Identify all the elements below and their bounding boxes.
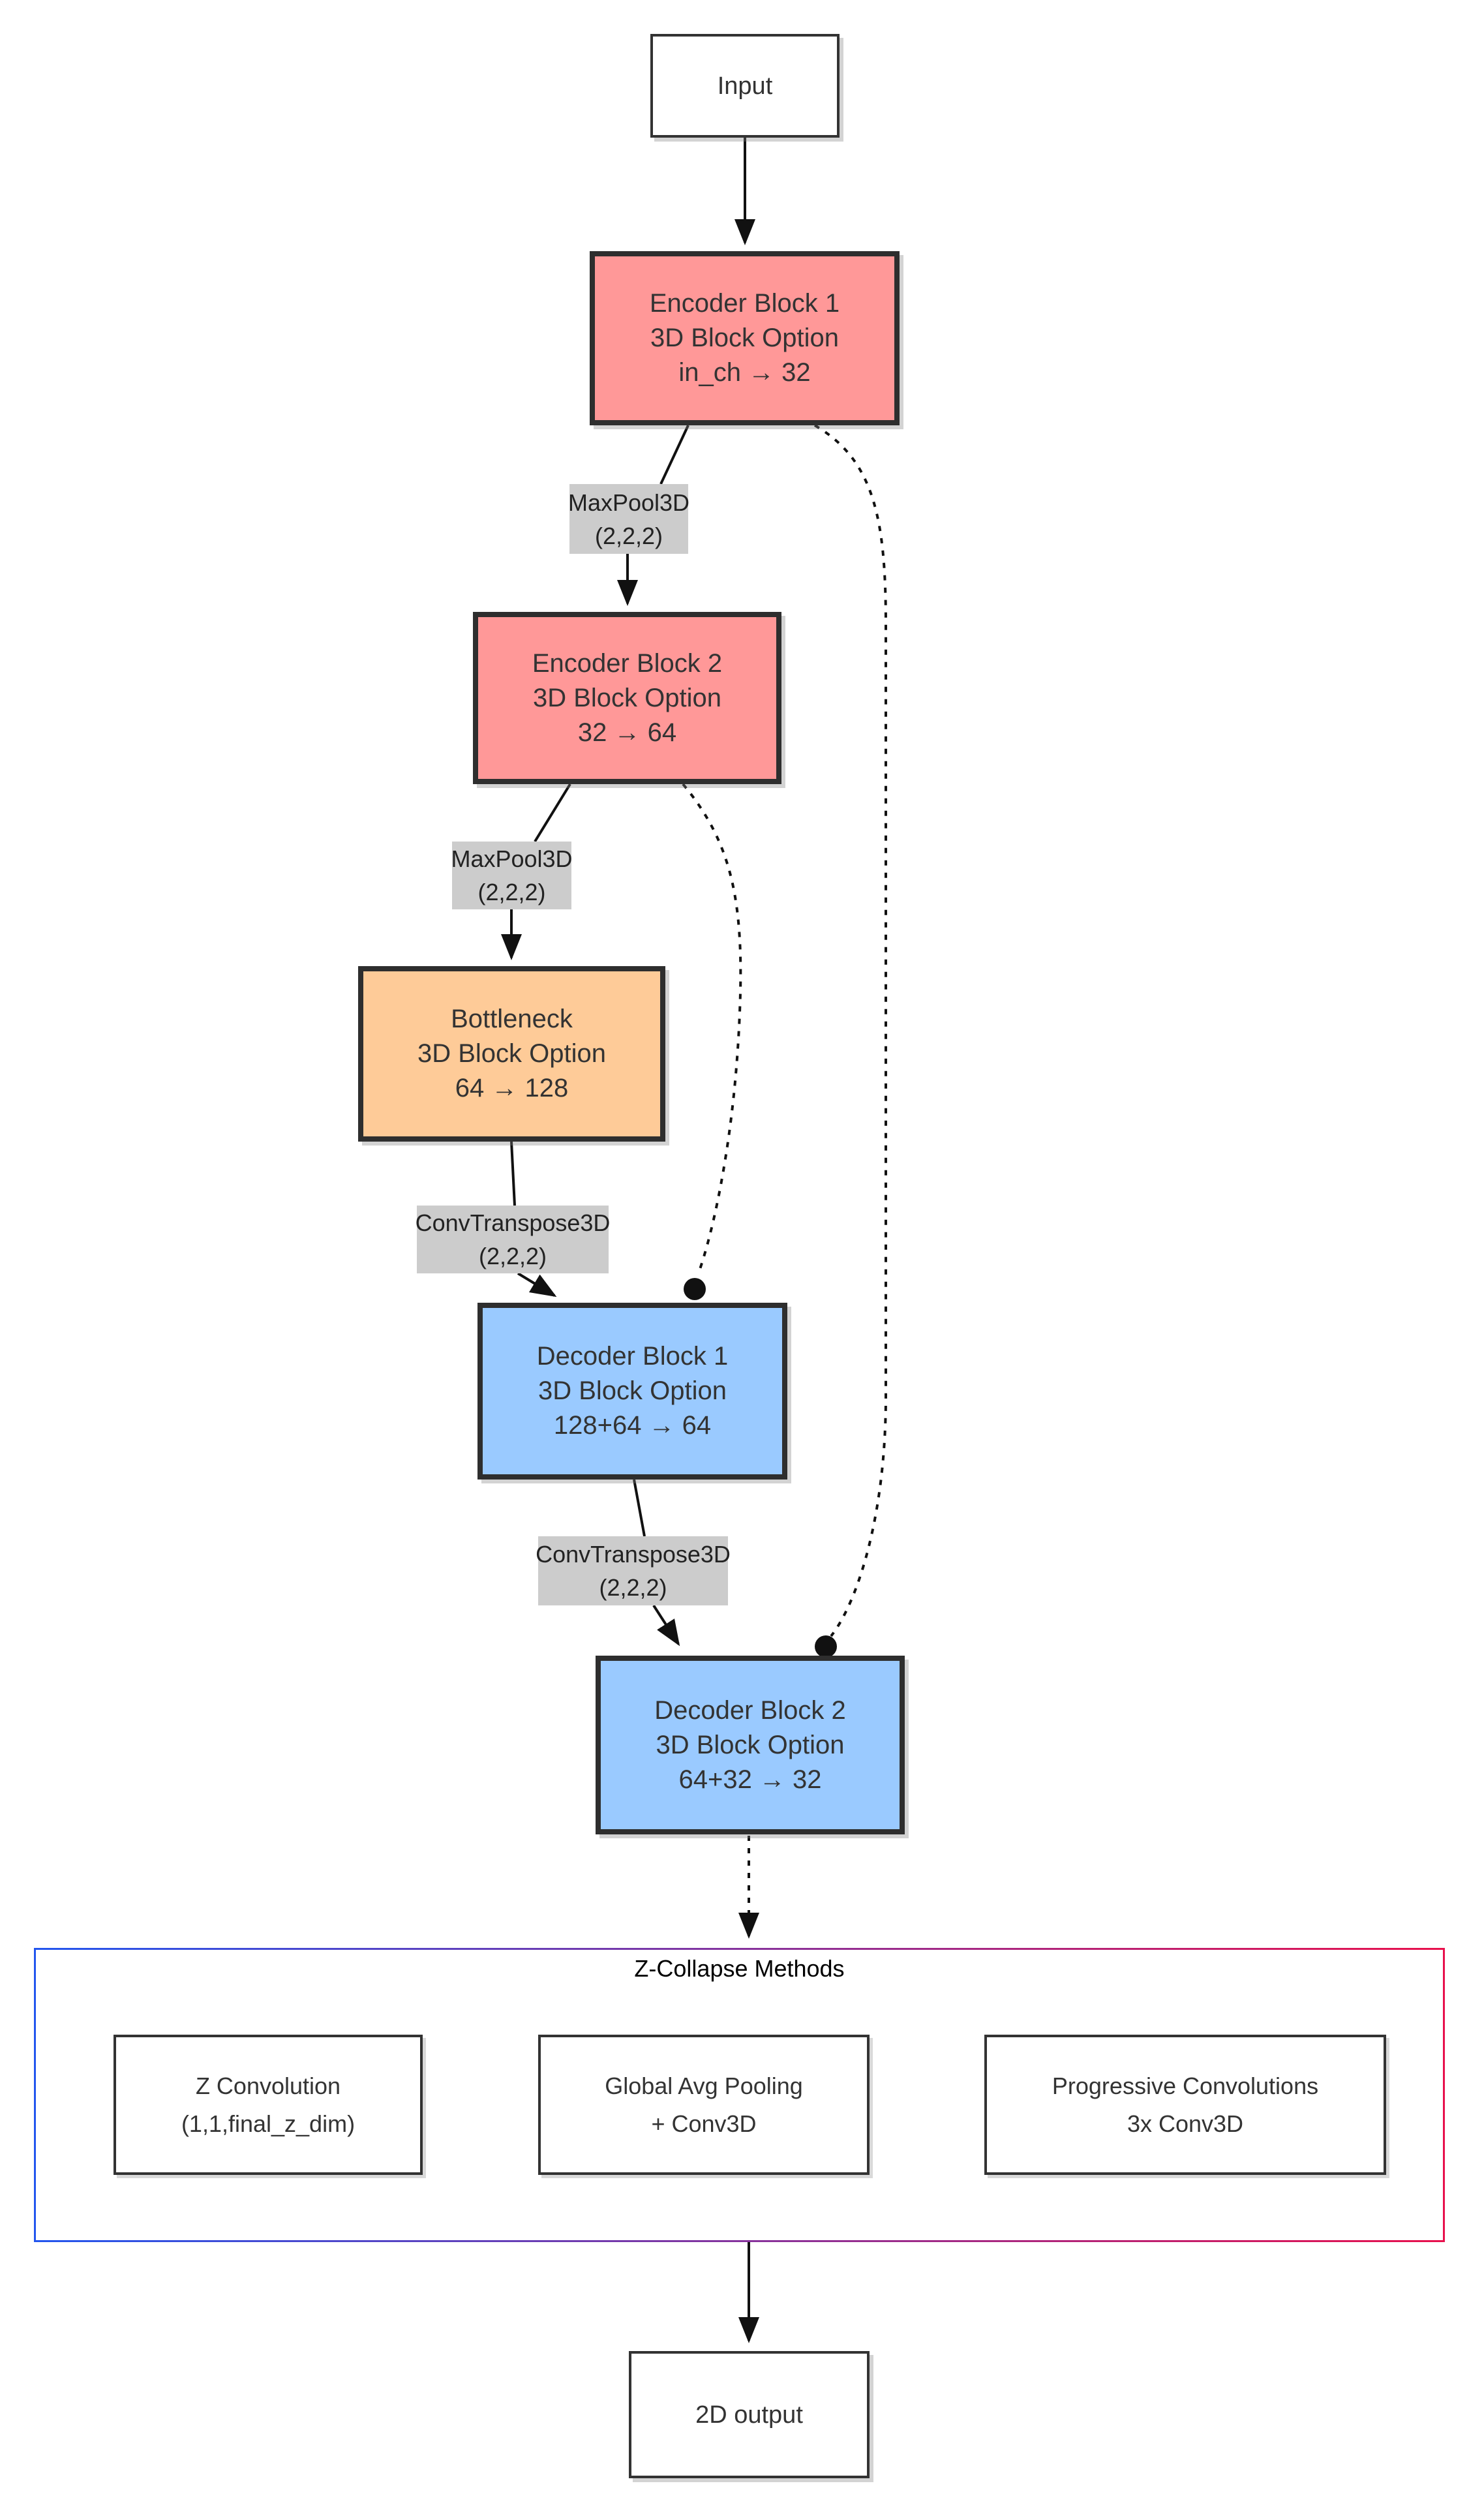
maxpool2-params: (2,2,2) (477, 879, 546, 905)
zconvolution-line1: Z Convolution (195, 2072, 341, 2099)
bottleneck-node: Bottleneck 3D Block Option 64 → 128 (358, 966, 665, 1142)
bottleneck-channels: 64 → 128 (455, 1074, 569, 1102)
decoder-block-2-node: Decoder Block 2 3D Block Option 64+32 → … (596, 1656, 905, 1834)
output-2d-label: 2D output (695, 2401, 803, 2429)
bottleneck-title: Bottleneck (451, 1005, 573, 1033)
progressiveconv-line1: Progressive Convolutions (1052, 2072, 1319, 2099)
convtranspose2-label: ConvTranspose3D (2,2,2) (536, 1536, 731, 1605)
decoder1-title: Decoder Block 1 (536, 1342, 729, 1371)
convtranspose2-params: (2,2,2) (599, 1574, 667, 1601)
concat-dot-decoder1 (684, 1278, 706, 1300)
decoder-block-1-node: Decoder Block 1 3D Block Option 128+64 →… (477, 1303, 787, 1480)
zconvolution-line2: (1,1,final_z_dim) (181, 2110, 356, 2137)
decoder1-subtitle: 3D Block Option (538, 1376, 727, 1405)
edge-encoder1-maxpool1 (659, 425, 689, 485)
encoder1-subtitle: 3D Block Option (650, 324, 840, 352)
encoder2-title: Encoder Block 2 (532, 648, 723, 678)
maxpool2-label: MaxPool3D (2,2,2) (451, 842, 573, 909)
convtranspose2-name: ConvTranspose3D (536, 1541, 731, 1568)
decoder2-channels: 64+32 → 32 (678, 1765, 822, 1794)
output-2d-node: 2D output (629, 2351, 870, 2478)
encoder-block-2-node: Encoder Block 2 3D Block Option 32 → 64 (473, 612, 781, 784)
encoder-block-1-node: Encoder Block 1 3D Block Option in_ch → … (590, 251, 900, 425)
concat-dot-decoder2 (815, 1635, 837, 1658)
encoder1-channels: in_ch → 32 (678, 358, 811, 387)
input-node: Input (650, 34, 840, 138)
maxpool1-name: MaxPool3D (568, 489, 690, 516)
zcollapse-method-progressiveconv: Progressive Convolutions 3x Conv3D (984, 2035, 1386, 2175)
edge-convtranspose1-decoder1 (517, 1272, 557, 1298)
edge-bottleneck-convtranspose1 (510, 1141, 516, 1206)
decoder2-title: Decoder Block 2 (654, 1695, 846, 1725)
edge-decoder1-convtranspose2 (633, 1479, 646, 1537)
convtranspose1-label: ConvTranspose3D (2,2,2) (415, 1206, 611, 1273)
zcollapse-method-globalavgpool: Global Avg Pooling + Conv3D (538, 2035, 870, 2175)
maxpool2-name: MaxPool3D (451, 845, 573, 872)
globalavgpool-line2: + Conv3D (651, 2110, 757, 2137)
edge-encoder2-maxpool2 (534, 783, 571, 843)
convtranspose1-params: (2,2,2) (478, 1243, 547, 1269)
edge-convtranspose2-decoder2 (652, 1604, 680, 1647)
zcollapse-method-zconvolution: Z Convolution (1,1,final_z_dim) (114, 2035, 423, 2175)
encoder1-title: Encoder Block 1 (649, 289, 840, 318)
maxpool1-label: MaxPool3D (2,2,2) (568, 484, 690, 554)
progressiveconv-line2: 3x Conv3D (1127, 2110, 1244, 2137)
globalavgpool-line1: Global Avg Pooling (605, 2072, 803, 2099)
convtranspose1-name: ConvTranspose3D (415, 1209, 611, 1236)
encoder2-channels: 32 → 64 (577, 718, 677, 747)
bottleneck-subtitle: 3D Block Option (417, 1039, 607, 1068)
maxpool1-params: (2,2,2) (594, 522, 663, 549)
decoder1-channels: 128+64 → 64 (553, 1411, 712, 1440)
input-label: Input (717, 72, 773, 100)
skip-encoder1-decoder2 (813, 424, 887, 1637)
skip-encoder2-decoder1 (682, 783, 742, 1275)
zcollapse-title: Z-Collapse Methods (634, 1955, 845, 1982)
encoder2-subtitle: 3D Block Option (532, 683, 722, 712)
decoder2-subtitle: 3D Block Option (656, 1730, 845, 1759)
